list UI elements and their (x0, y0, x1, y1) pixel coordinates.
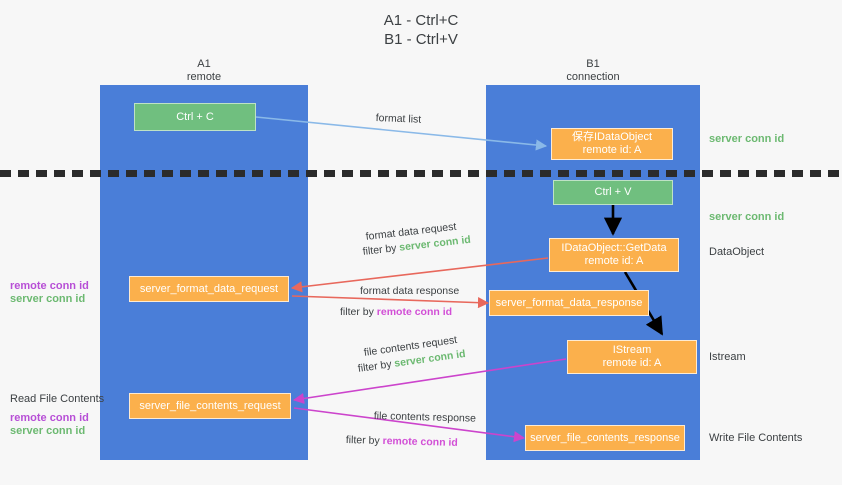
column-header-a1: A1 remote (124, 58, 284, 84)
edge-label-format-data-response-text: format data response (360, 285, 460, 297)
edge-filter-format-data-response: filter by remote conn id (340, 305, 452, 319)
annotation-left-remote-conn-id-2: remote conn id (10, 412, 89, 424)
column-header-a1-name: A1 (197, 58, 211, 70)
column-header-b1: B1 connection (513, 58, 673, 84)
annotation-left-read-file-contents: Read File Contents (10, 393, 105, 405)
annotation-right-istream: Istream (709, 351, 746, 363)
edge-filter-file-contents-response: filter by remote conn id (346, 433, 458, 450)
node-ctrl-v[interactable]: Ctrl + V (553, 180, 673, 205)
node-idataobject-getdata[interactable]: IDataObject::GetData remote id: A (549, 238, 679, 272)
node-server-file-contents-request-label: server_file_contents_request (139, 399, 281, 412)
node-store-idataobject-line1: 保存IDataObject (571, 131, 653, 143)
node-server-file-contents-request[interactable]: server_file_contents_request (129, 393, 291, 419)
edge-label-format-data-response: format data response (360, 284, 459, 298)
node-istream[interactable]: IStream remote id: A (567, 340, 697, 374)
node-ctrl-c-label: Ctrl + C (176, 110, 214, 123)
edge-filter-file-contents-response-prefix: filter by (345, 433, 383, 447)
edge-filter-format-data-request-prefix: filter by (362, 241, 401, 258)
annotation-right-server-conn-id-2: server conn id (709, 211, 785, 223)
page-title-line1: A1 - Ctrl+C (383, 12, 459, 29)
column-header-a1-sub: remote (186, 71, 222, 83)
node-store-idataobject[interactable]: 保存IDataObject remote id: A (551, 128, 673, 160)
column-header-b1-name: B1 (586, 58, 600, 70)
node-server-file-contents-response-label: server_file_contents_response (530, 431, 680, 444)
edge-filter-file-contents-response-key: remote conn id (382, 434, 458, 449)
node-ctrl-c[interactable]: Ctrl + C (134, 103, 256, 131)
node-ctrl-v-label: Ctrl + V (594, 186, 632, 198)
node-istream-line1: IStream (612, 344, 652, 356)
annotation-left-server-conn-id-1: server conn id (10, 293, 86, 305)
annotation-right-data-object: DataObject (709, 246, 765, 258)
node-server-format-data-response[interactable]: server_format_data_response (489, 290, 649, 316)
annotation-right-server-conn-id-1: server conn id (709, 133, 785, 145)
edge-filter-file-contents-request-prefix: filter by (357, 357, 396, 375)
node-idataobject-getdata-line2: remote id: A (584, 255, 644, 267)
edge-label-format-list-text: format list (375, 111, 422, 126)
edge-filter-format-data-response-key: remote conn id (376, 306, 453, 318)
node-server-format-data-request-label: server_format_data_request (139, 282, 279, 295)
edge-filter-format-data-response-prefix: filter by (340, 306, 377, 318)
node-server-format-data-response-label: server_format_data_response (495, 296, 643, 309)
page-title-line2: B1 - Ctrl+V (384, 31, 458, 48)
annotation-left-server-conn-id-2: server conn id (10, 425, 86, 437)
annotation-right-write-file-contents: Write File Contents (709, 432, 803, 444)
node-store-idataobject-line2: remote id: A (582, 144, 642, 156)
edge-label-file-contents-response: file contents response (374, 409, 476, 426)
edge-label-file-contents-response-text: file contents response (373, 409, 477, 425)
node-istream-line2: remote id: A (602, 357, 662, 369)
node-server-file-contents-response[interactable]: server_file_contents_response (525, 425, 685, 451)
phase-divider (0, 170, 842, 177)
edge-label-format-list: format list (375, 111, 422, 127)
node-server-format-data-request[interactable]: server_format_data_request (129, 276, 289, 302)
annotation-left-remote-conn-id-1: remote conn id (10, 280, 89, 292)
node-idataobject-getdata-line1: IDataObject::GetData (561, 242, 667, 254)
column-header-b1-sub: connection (566, 71, 620, 83)
